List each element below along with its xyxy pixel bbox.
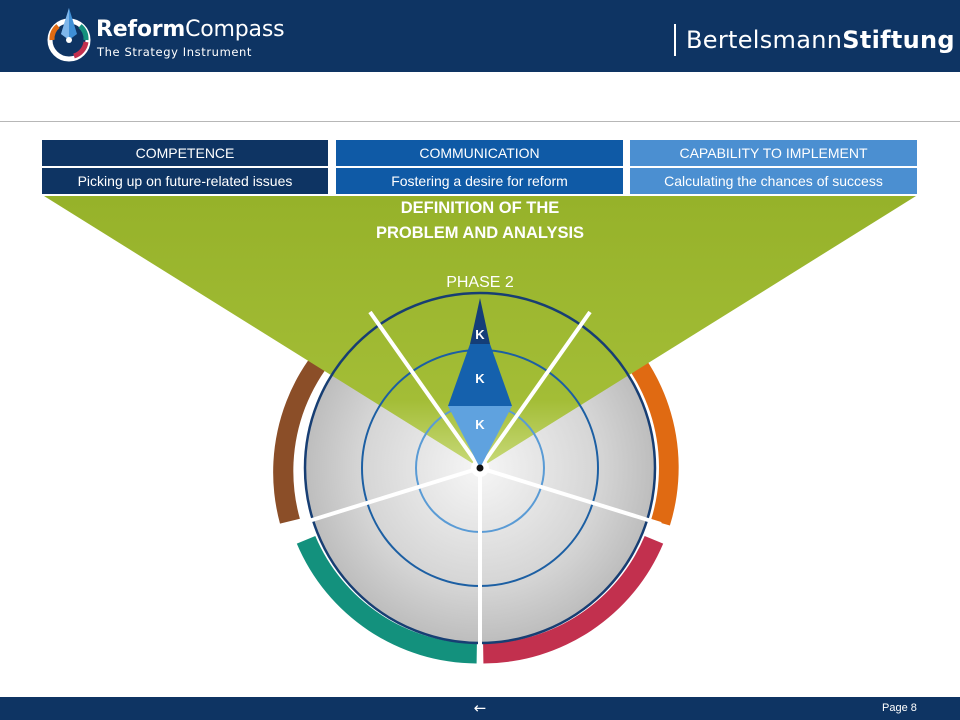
brand-name-rest: Compass xyxy=(185,17,285,42)
wheel-spokes xyxy=(298,310,662,664)
needle-label-inner: K xyxy=(475,417,485,432)
phase-number: PHASE 2 xyxy=(446,274,514,291)
page-number: Page 8 xyxy=(882,702,917,714)
communication-title: COMMUNICATION xyxy=(336,140,623,166)
capability-title: CAPABILITY TO IMPLEMENT xyxy=(630,140,917,166)
phase-title: DEFINITION OF THE PROBLEM AND ANALYSIS xyxy=(375,199,585,242)
brand-tagline: The Strategy Instrument xyxy=(97,45,253,59)
footer-bar xyxy=(0,697,960,720)
reform-compass-diagram: K K K xyxy=(44,196,916,664)
brand-name-bold: Reform xyxy=(96,17,186,42)
needle-segment-inner xyxy=(448,406,512,468)
competence-subtitle: Picking up on future-related issues xyxy=(42,168,328,194)
capability-subtitle: Calculating the chances of success xyxy=(630,168,917,194)
partner-name-regular: Bertelsmann xyxy=(686,26,843,54)
needle-label-outer: K xyxy=(475,327,485,342)
communication-subtitle: Fostering a desire for reform xyxy=(336,168,623,194)
partner-name-bold: Stiftung xyxy=(842,26,955,54)
partner-logo: BertelsmannStiftung xyxy=(686,26,955,54)
segment-teal xyxy=(296,536,477,664)
header-bar xyxy=(0,0,960,72)
partner-divider xyxy=(674,24,676,56)
needle-segment-middle xyxy=(448,344,512,406)
title-divider xyxy=(0,121,960,122)
brand-name: ReformCompass xyxy=(96,17,285,42)
segment-red xyxy=(483,536,664,664)
compass-logo-icon xyxy=(47,8,91,62)
needle-segment-outer xyxy=(470,298,490,344)
competence-title: COMPETENCE xyxy=(42,140,328,166)
needle-label-middle: K xyxy=(475,371,485,386)
needle-pivot xyxy=(476,464,484,472)
left-arrow-icon[interactable]: ← xyxy=(473,699,487,717)
